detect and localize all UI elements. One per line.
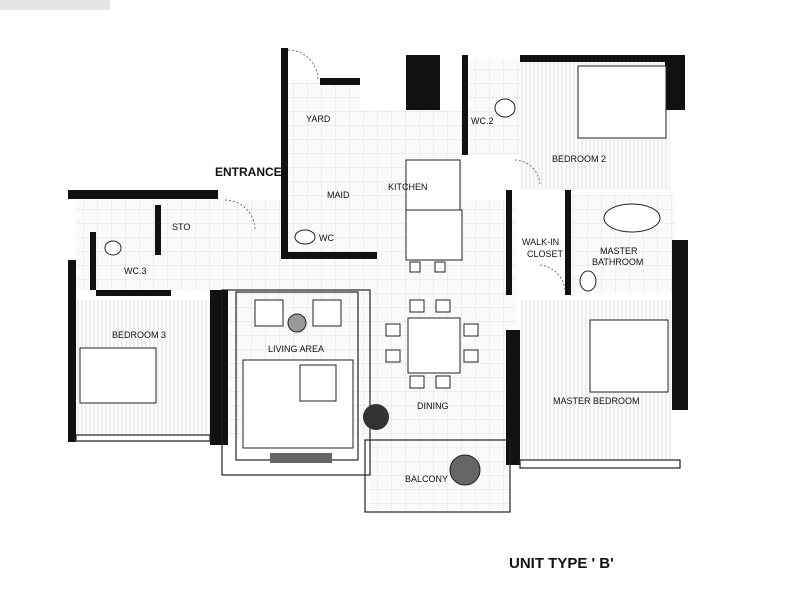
furniture xyxy=(79,49,669,486)
coffee-table xyxy=(299,364,337,402)
label-entrance: ENTRANCE xyxy=(215,165,282,179)
label-balcony: BALCONY xyxy=(405,474,448,484)
walls xyxy=(68,48,688,465)
bathtub xyxy=(603,203,661,233)
label-bedroom-3: BEDROOM 3 xyxy=(112,330,166,340)
label-living-area: LIVING AREA xyxy=(268,344,324,354)
label-kitchen: KITCHEN xyxy=(388,182,428,192)
label-master-bedroom: MASTER BEDROOM xyxy=(553,396,640,406)
label-yard: YARD xyxy=(306,114,331,124)
plan-title: UNIT TYPE ' B' xyxy=(509,555,614,572)
kitchen-counter xyxy=(405,159,461,211)
bed-3 xyxy=(79,347,157,404)
cooktop-island xyxy=(405,209,463,261)
label-maid: MAID xyxy=(327,190,350,200)
label-bedroom-2: BEDROOM 2 xyxy=(552,154,606,164)
label-wc: WC xyxy=(319,233,334,243)
label-closet: CLOSET xyxy=(527,249,564,259)
bed-2 xyxy=(577,65,667,139)
dining-table xyxy=(407,317,461,374)
label-master-bath-1: MASTER xyxy=(600,246,638,256)
label-walk-in: WALK-IN xyxy=(522,237,559,247)
plant xyxy=(363,404,389,430)
label-wc3: WC.3 xyxy=(124,266,147,276)
balcony-table xyxy=(449,454,481,486)
outlines xyxy=(75,289,681,513)
scan-edge xyxy=(0,0,110,10)
label-wc2: WC.2 xyxy=(471,116,494,126)
label-master-bath-2: BATHROOM xyxy=(592,257,643,267)
label-sto: STO xyxy=(172,222,190,232)
master-bed xyxy=(589,319,669,393)
label-dining: DINING xyxy=(417,401,449,411)
